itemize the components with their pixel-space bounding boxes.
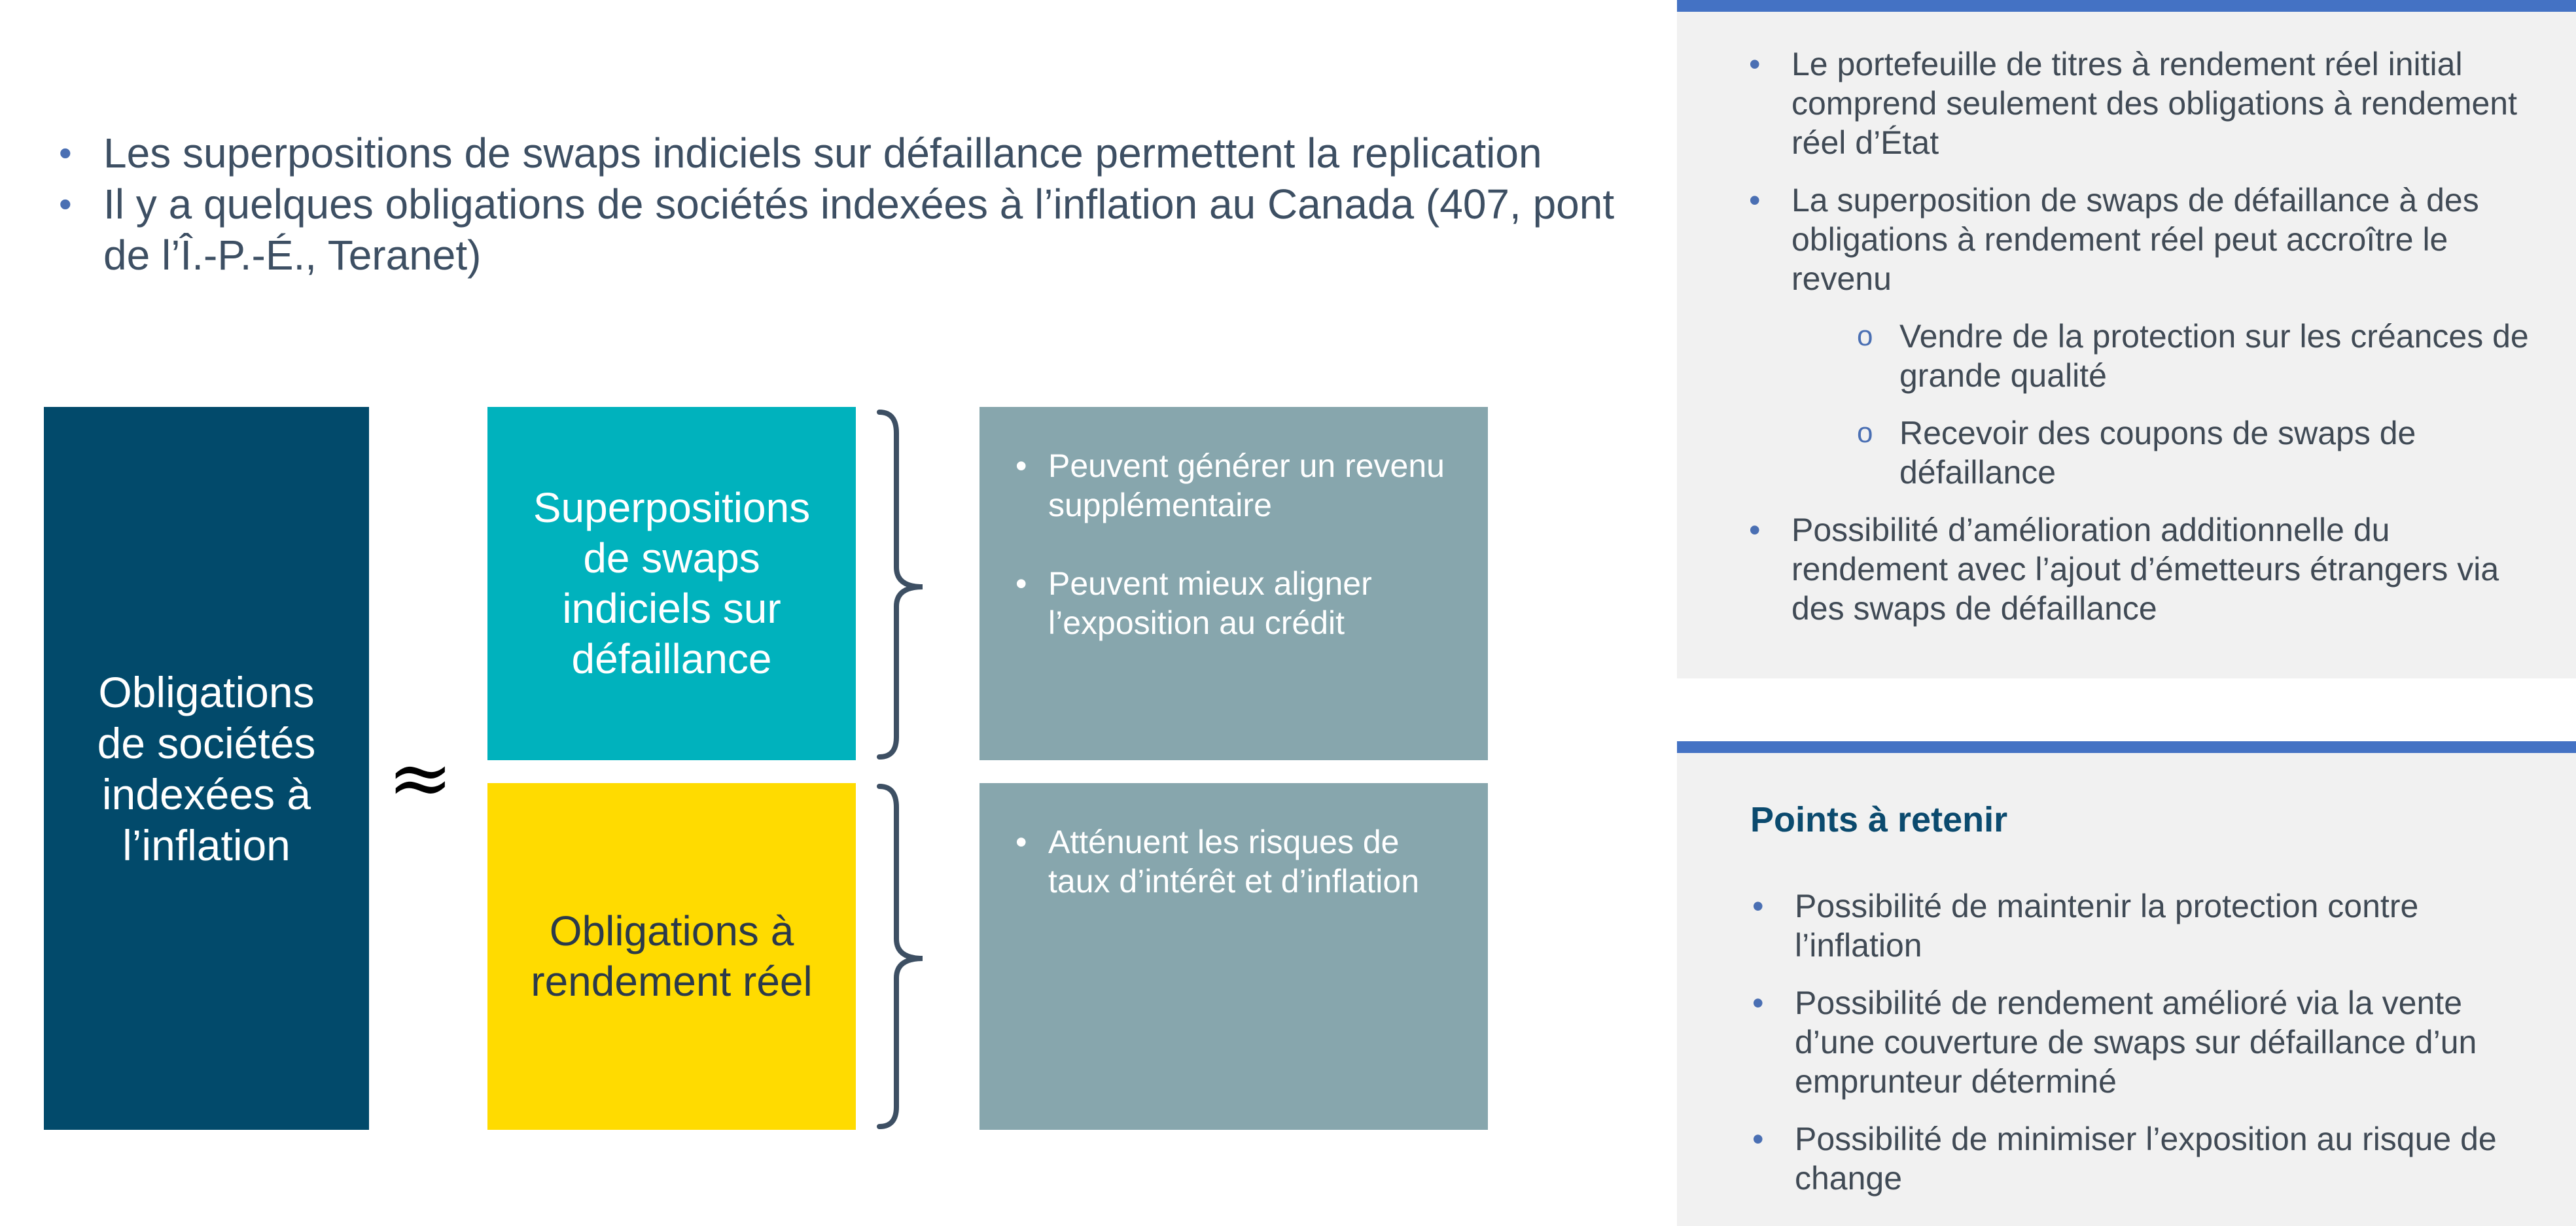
takeaway-item: Possibilité de minimiser l’exposition au… (1752, 1119, 2537, 1198)
bracket-top (877, 410, 923, 760)
intro-bullet: Les superpositions de swaps indiciels su… (59, 128, 1629, 179)
corporate-inflation-bonds-box: Obligations de sociétés indexées à l’inf… (44, 407, 369, 1130)
curly-brackets (877, 410, 923, 1129)
corporate-inflation-bonds-label: Obligations de sociétés indexées à l’inf… (97, 667, 316, 869)
panel-item: Possibilité d’amélioration additionnelle… (1749, 510, 2537, 628)
benefit-item: Atténuent les risques de taux d’intérêt … (1006, 822, 1468, 901)
panel-subitem: Recevoir des coupons de swaps de défaill… (1749, 413, 2537, 492)
real-return-bonds-box: Obligations à rendement réel (487, 783, 856, 1130)
takeaway-item: Possibilité de rendement amélioré via la… (1752, 983, 2537, 1101)
benefit-item: Peuvent générer un revenu supplémentaire (1006, 446, 1468, 525)
intro-bullets: Les superpositions de swaps indiciels su… (59, 128, 1629, 281)
rrb-benefits-box: Atténuent les risques de taux d’intérêt … (979, 783, 1488, 1130)
takeaways-panel: Points à retenir Possibilité de mainteni… (1677, 741, 2576, 1226)
panel-item: La superposition de swaps de défaillance… (1749, 181, 2537, 298)
takeaway-item: Possibilité de maintenir la protection c… (1752, 886, 2537, 965)
takeaways-title: Points à retenir (1750, 800, 2008, 839)
real-return-bonds-label: Obligations à rendement réel (531, 907, 813, 1005)
cds-benefits-box: Peuvent générer un revenu supplémentaire… (979, 407, 1488, 760)
approximately-equal-symbol: ≈ (387, 733, 453, 824)
panel-item: Le portefeuille de titres à rendement ré… (1749, 44, 2537, 162)
intro-bullet: Il y a quelques obligations de sociétés … (59, 179, 1629, 281)
panel-subitem: Vendre de la protection sur les créances… (1749, 317, 2537, 395)
benefit-item: Peuvent mieux aligner l’exposition au cr… (1006, 564, 1468, 642)
cds-overlay-label: Superpositions de swaps indiciels sur dé… (533, 484, 811, 682)
strategy-panel: Le portefeuille de titres à rendement ré… (1677, 0, 2576, 678)
cds-overlay-box: Superpositions de swaps indiciels sur dé… (487, 407, 856, 760)
bracket-bottom (877, 784, 923, 1129)
